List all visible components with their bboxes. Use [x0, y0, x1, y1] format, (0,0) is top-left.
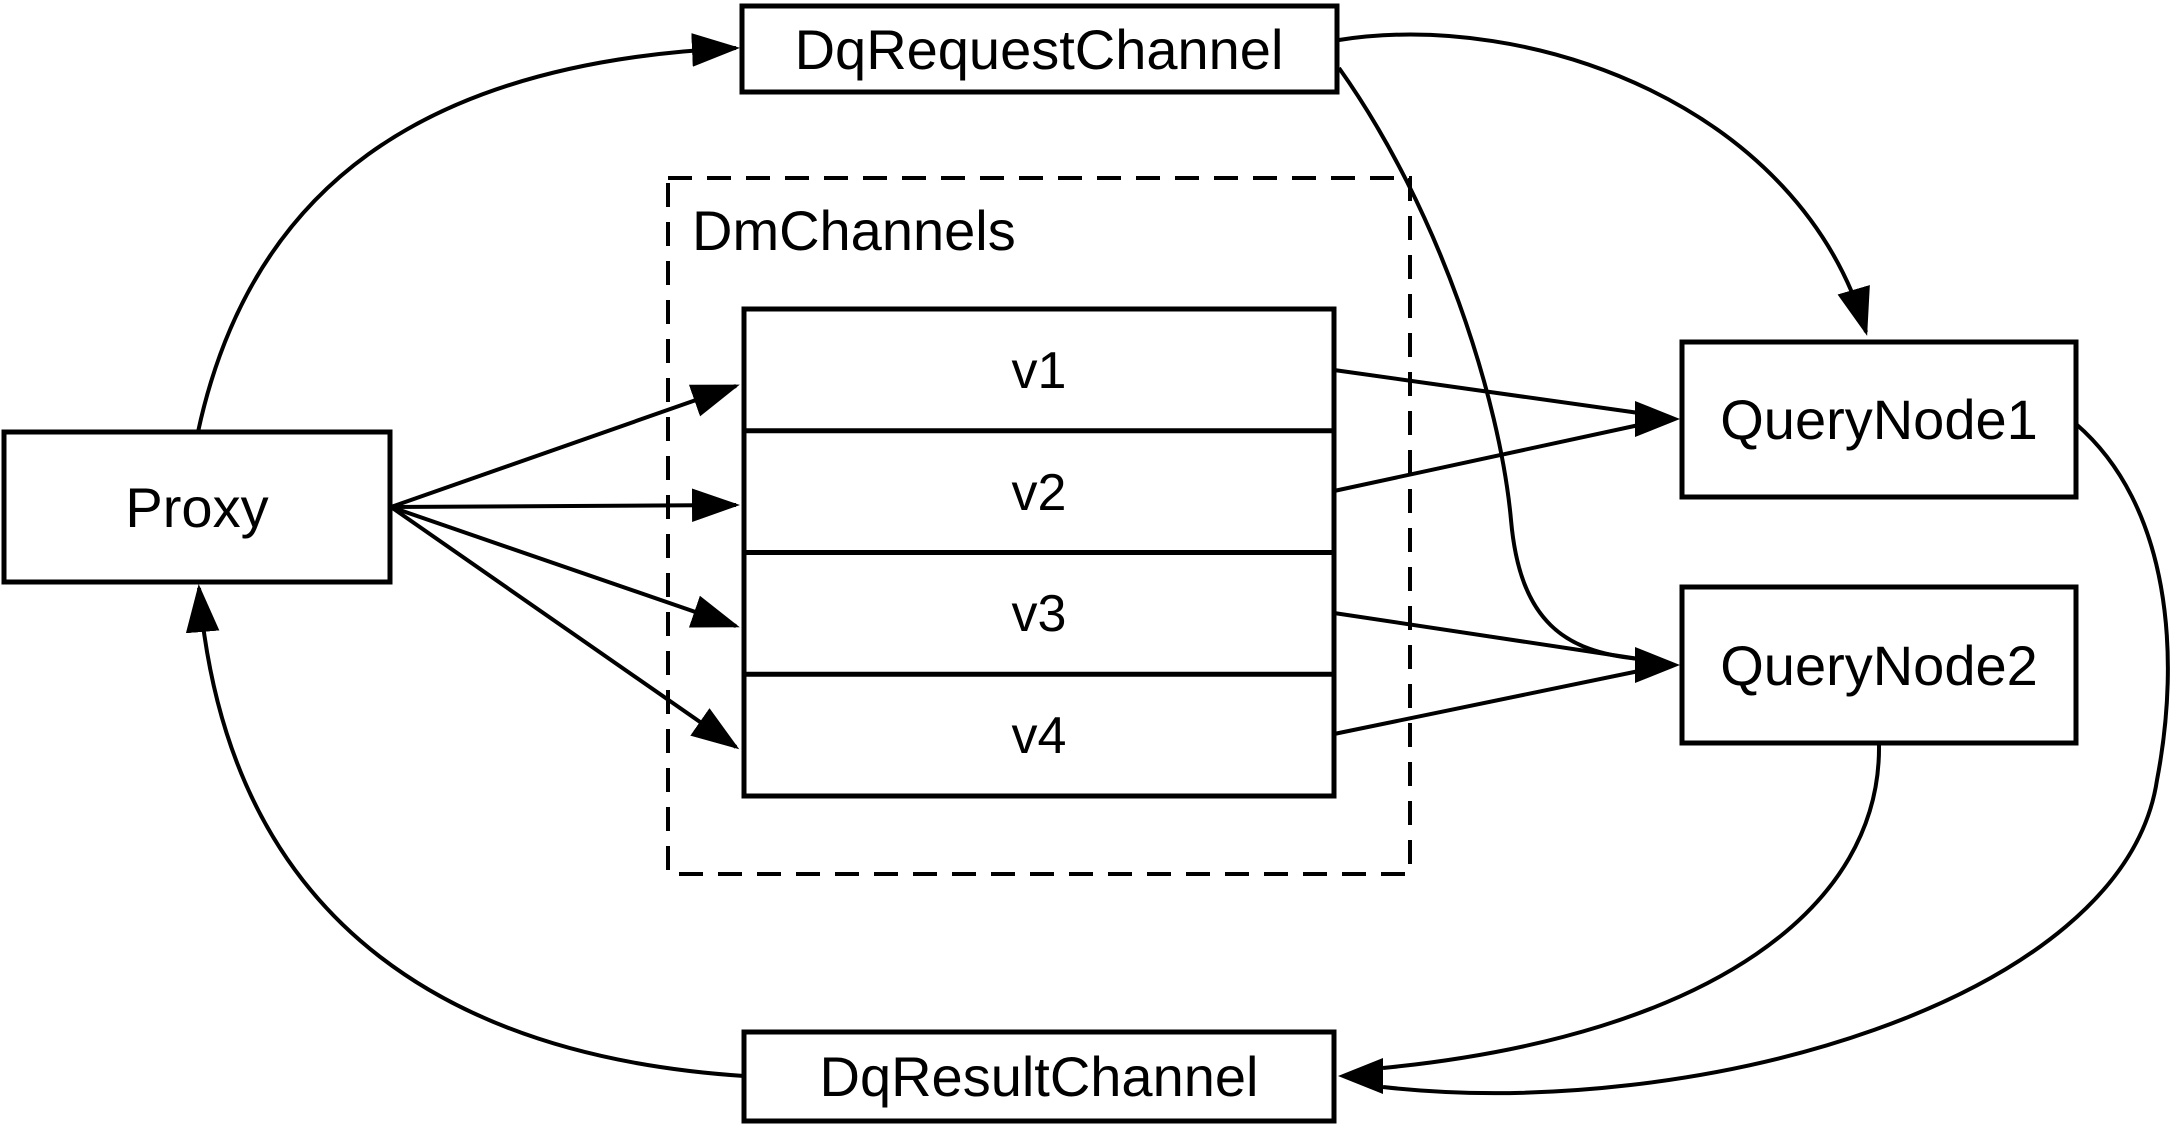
edge-query-node1-to-dq-result-channel: [1382, 422, 2170, 1095]
edge-v1-to-query-node1: [1333, 368, 1640, 415]
query-node2-node-box: [1679, 584, 2079, 746]
edge-v4-to-query-node2: [1333, 669, 1640, 736]
edge-proxy-to-dq-request-channel: [196, 33, 740, 433]
channel-row-label-v1: v1: [1012, 342, 1067, 400]
edge-dq-request-channel-to-query-node2: [1337, 66, 1640, 661]
query-node2-node-label: QueryNode2: [1720, 634, 2038, 697]
edge-dq-result-channel-to-proxy: [185, 584, 745, 1078]
arrowhead-into-query-node1-left: [1635, 401, 1680, 437]
proxy-node: Proxy: [1, 429, 393, 585]
channel-stack: v1 v2 v3 v4: [741, 306, 1337, 799]
proxy-node-box: [1, 429, 393, 585]
dm-channels-group-label: DmChannels: [692, 199, 1016, 262]
dq-request-channel-node-label: DqRequestChannel: [795, 18, 1284, 81]
dm-channels-group: DmChannels v1 v2 v3 v4: [666, 176, 1412, 876]
query-node1-node-label: QueryNode1: [1720, 388, 2038, 451]
query-node1-node-box: [1679, 339, 2079, 500]
edge-dq-request-channel-to-query-node1: [1338, 32, 1870, 336]
edge-v2-to-query-node1: [1333, 423, 1640, 493]
proxy-node-label: Proxy: [125, 476, 268, 539]
dq-result-channel-node: DqResultChannel: [741, 1029, 1337, 1124]
query-node2-node: QueryNode2: [1679, 584, 2079, 746]
edge-v3-to-query-node2: [1333, 611, 1640, 661]
edge-proxy-to-v3: [390, 505, 740, 628]
dq-result-channel-node-label: DqResultChannel: [820, 1045, 1259, 1108]
dq-request-channel-node-box: [739, 3, 1340, 95]
channel-row-label-v2: v2: [1012, 464, 1067, 522]
dq-result-channel-node-box: [741, 1029, 1337, 1124]
edge-proxy-to-v1: [390, 384, 740, 509]
dm-channels-group-box: [666, 176, 1412, 876]
dq-request-channel-node: DqRequestChannel: [739, 3, 1340, 95]
query-node1-node: QueryNode1: [1679, 339, 2079, 500]
channel-row-label-v4: v4: [1012, 707, 1067, 765]
edge-proxy-to-v4: [389, 505, 740, 750]
edge-proxy-to-v2: [390, 488, 740, 523]
channel-row-label-v3: v3: [1012, 585, 1067, 643]
edge-query-node2-to-dq-result-channel: [1382, 744, 1882, 1070]
arrowhead-into-dq-result-channel-right: [1338, 1058, 1383, 1094]
arrowhead-into-query-node2-left: [1635, 647, 1680, 683]
